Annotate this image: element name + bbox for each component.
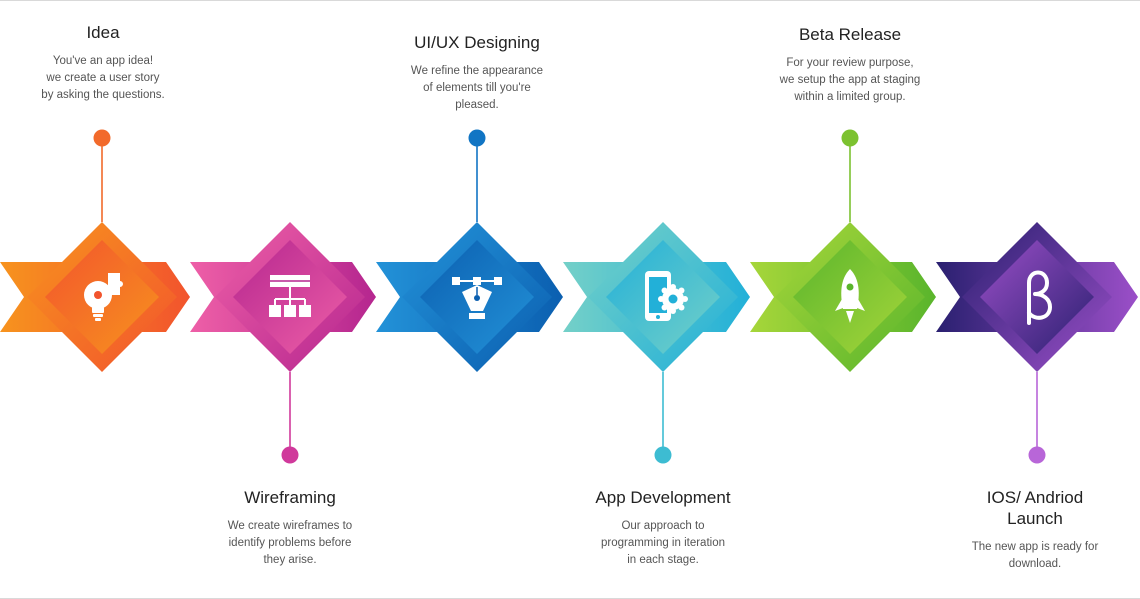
step-title: Idea	[86, 23, 120, 42]
connector-dot-wireframing	[281, 446, 299, 464]
lightbulb-puzzle-icon	[84, 273, 123, 321]
step-description: For your review purpose, we setup the ap…	[779, 57, 921, 103]
step-description: You've an app idea! we create a user sto…	[41, 55, 165, 101]
pen-tool-icon	[452, 277, 502, 319]
step-title: IOS/ Andriod Launch	[986, 488, 1084, 528]
step-beta-text: Beta Release For your review purpose, we…	[755, 24, 945, 106]
step-wireframing-text: Wireframing We create wireframes to iden…	[200, 487, 380, 569]
connector-dot-uiux	[468, 129, 486, 147]
step-title: App Development	[595, 488, 731, 507]
step-title: Wireframing	[244, 488, 336, 507]
step-description: Our approach to programming in iteration…	[600, 520, 725, 566]
step-appdev-text: App Development Our approach to programm…	[568, 487, 758, 569]
step-title: UI/UX Designing	[414, 33, 540, 52]
beta-symbol-icon	[1027, 270, 1052, 325]
connector-dot-launch	[1028, 446, 1046, 464]
step-uiux-text: UI/UX Designing We refine the appearance…	[382, 32, 572, 114]
step-description: The new app is ready for download.	[971, 541, 1099, 570]
connector-dot-beta	[841, 129, 859, 147]
step-description: We refine the appearance of elements til…	[410, 65, 544, 111]
sitemap-icon	[269, 275, 311, 317]
mobile-gear-icon	[645, 271, 688, 321]
connector-dot-idea	[93, 129, 111, 147]
step-description: We create wireframes to identify problem…	[227, 520, 353, 566]
step-inner-diamond-launch	[980, 240, 1094, 354]
connector-dot-appdev	[654, 446, 672, 464]
step-launch-text: IOS/ Andriod Launch The new app is ready…	[945, 487, 1125, 573]
rocket-icon	[835, 269, 865, 323]
step-title: Beta Release	[798, 25, 902, 44]
step-idea-text: Idea You've an app idea! we create a use…	[18, 22, 188, 104]
